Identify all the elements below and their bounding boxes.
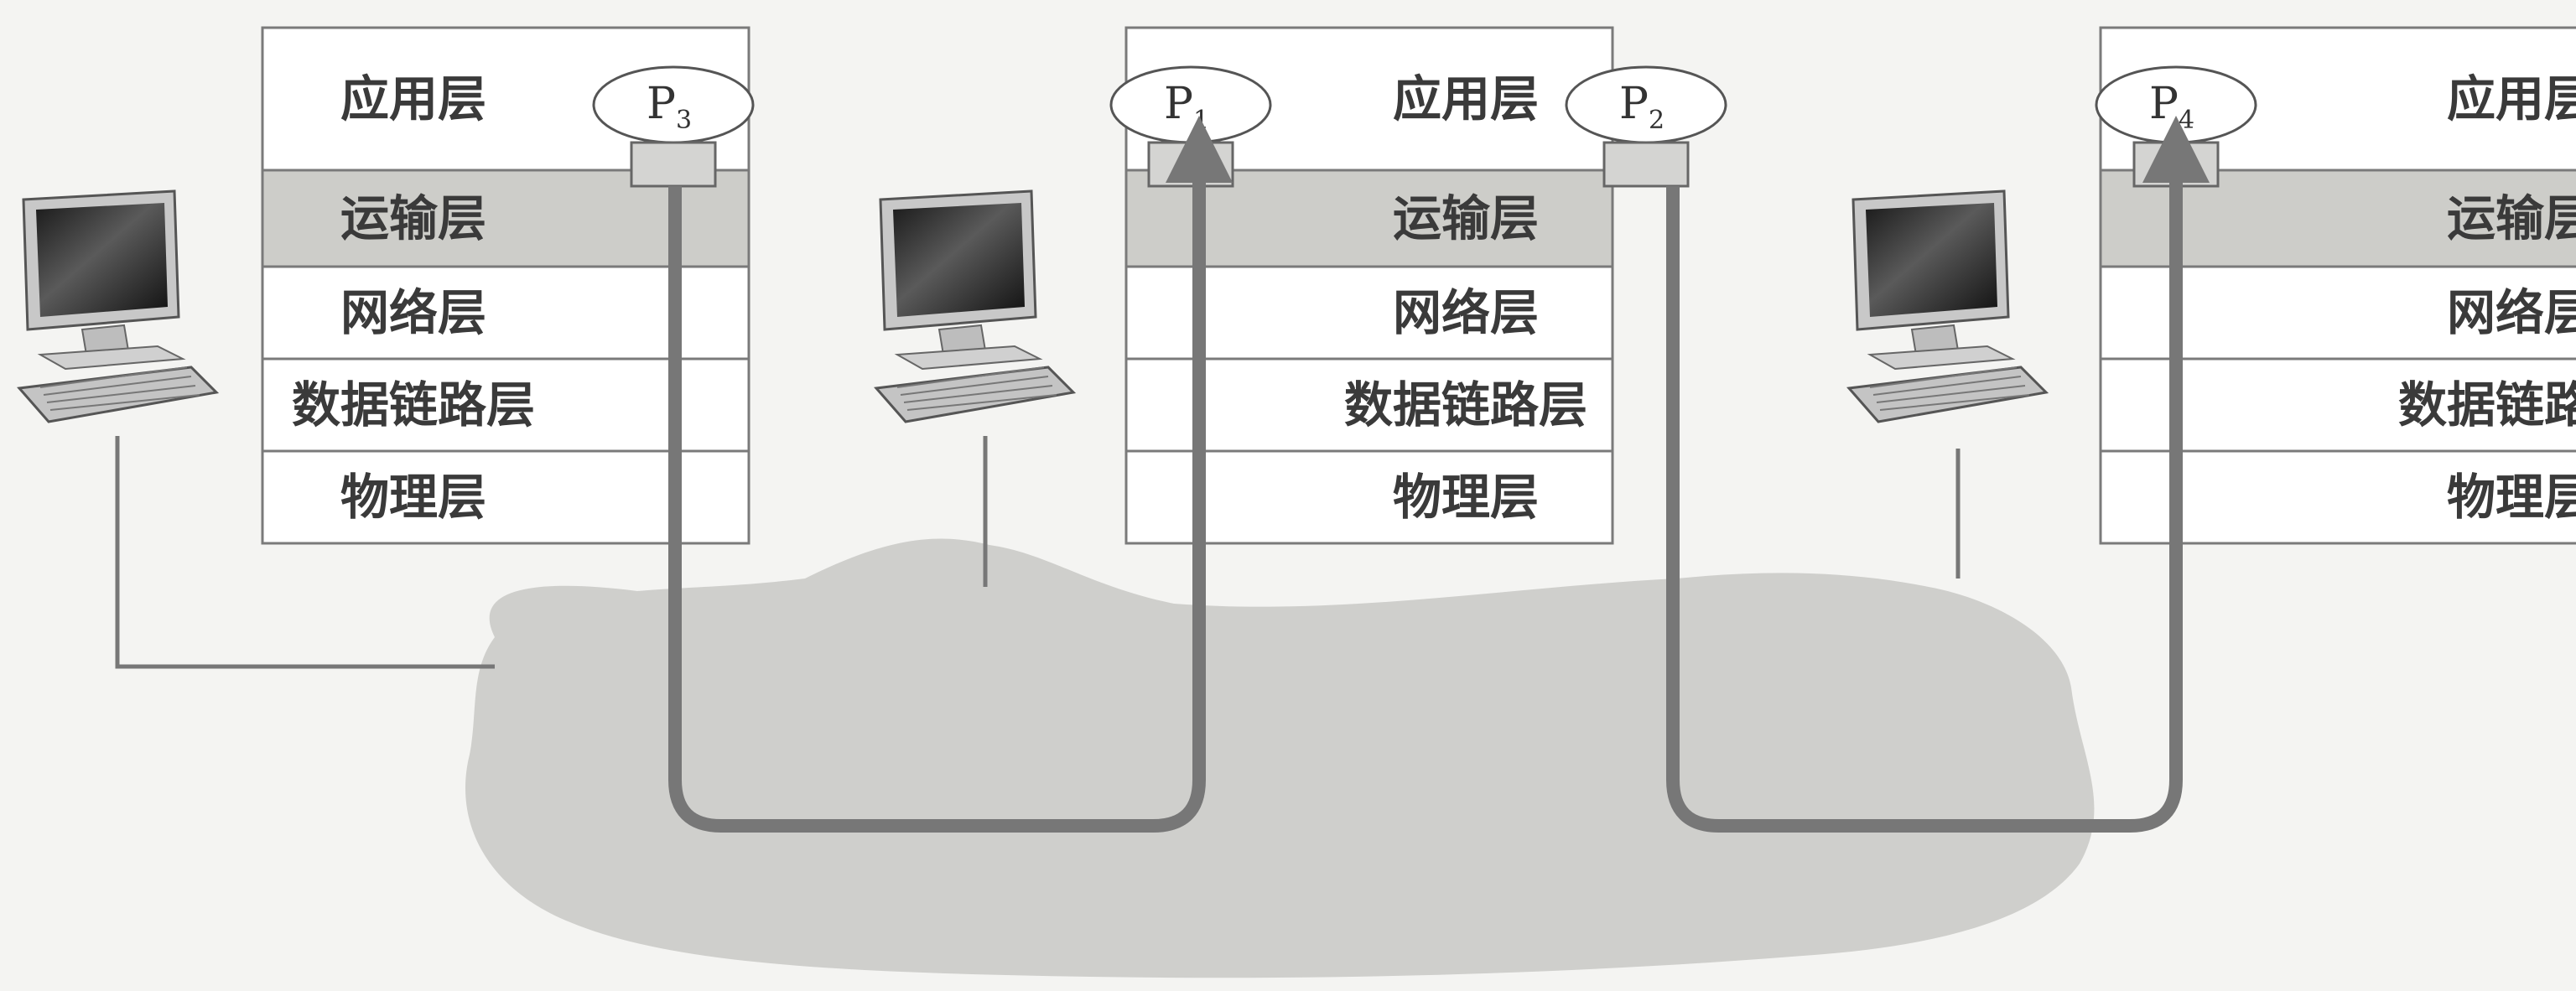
layer-label: 物理层 [1393, 469, 1539, 526]
layer-label: 物理层 [340, 469, 486, 526]
process-4: P4 [2095, 65, 2257, 144]
process-2: P2 [1565, 65, 1727, 144]
layer-label: 运输层 [1393, 190, 1539, 247]
layer-label: 应用层 [1393, 70, 1539, 127]
socket-3 [630, 141, 717, 188]
layer-label: 网络层 [1393, 284, 1539, 341]
layer-label: 数据链路层 [2398, 376, 2576, 433]
layer-row: 物理层 [261, 449, 750, 545]
socket-1 [1147, 141, 1234, 188]
process-label: P3 [647, 79, 692, 135]
layer-label: 应用层 [2447, 70, 2576, 127]
connection-p2-p4 [1666, 116, 2210, 833]
layer-label: 网络层 [2447, 284, 2576, 341]
layer-row: 数据链路层 [1124, 357, 1614, 453]
layer-label: 数据链路层 [292, 376, 535, 433]
process-1: P1 [1109, 65, 1272, 144]
layer-label: 运输层 [340, 190, 486, 247]
layer-row: 物理层 [1124, 449, 1614, 545]
layer-label: 应用层 [340, 70, 486, 127]
cable-left [115, 436, 495, 669]
process-label: P2 [1619, 79, 1665, 135]
layer-row: 数据链路层 [261, 357, 750, 453]
socket-2 [1602, 141, 1690, 188]
connection-p3-p1 [668, 116, 1233, 833]
computer-right-icon [1846, 189, 2049, 423]
process-3: P3 [592, 65, 755, 144]
layer-label: 运输层 [2447, 190, 2576, 247]
computer-left-icon [17, 189, 220, 423]
layer-label: 数据链路层 [1344, 376, 1587, 433]
layer-row: 网络层 [261, 265, 750, 361]
computer-middle-icon [874, 189, 1077, 423]
layer-label: 物理层 [2447, 469, 2576, 526]
layer-row: 网络层 [1124, 265, 1614, 361]
network-cloud [465, 538, 2095, 978]
layer-label: 网络层 [340, 284, 486, 341]
